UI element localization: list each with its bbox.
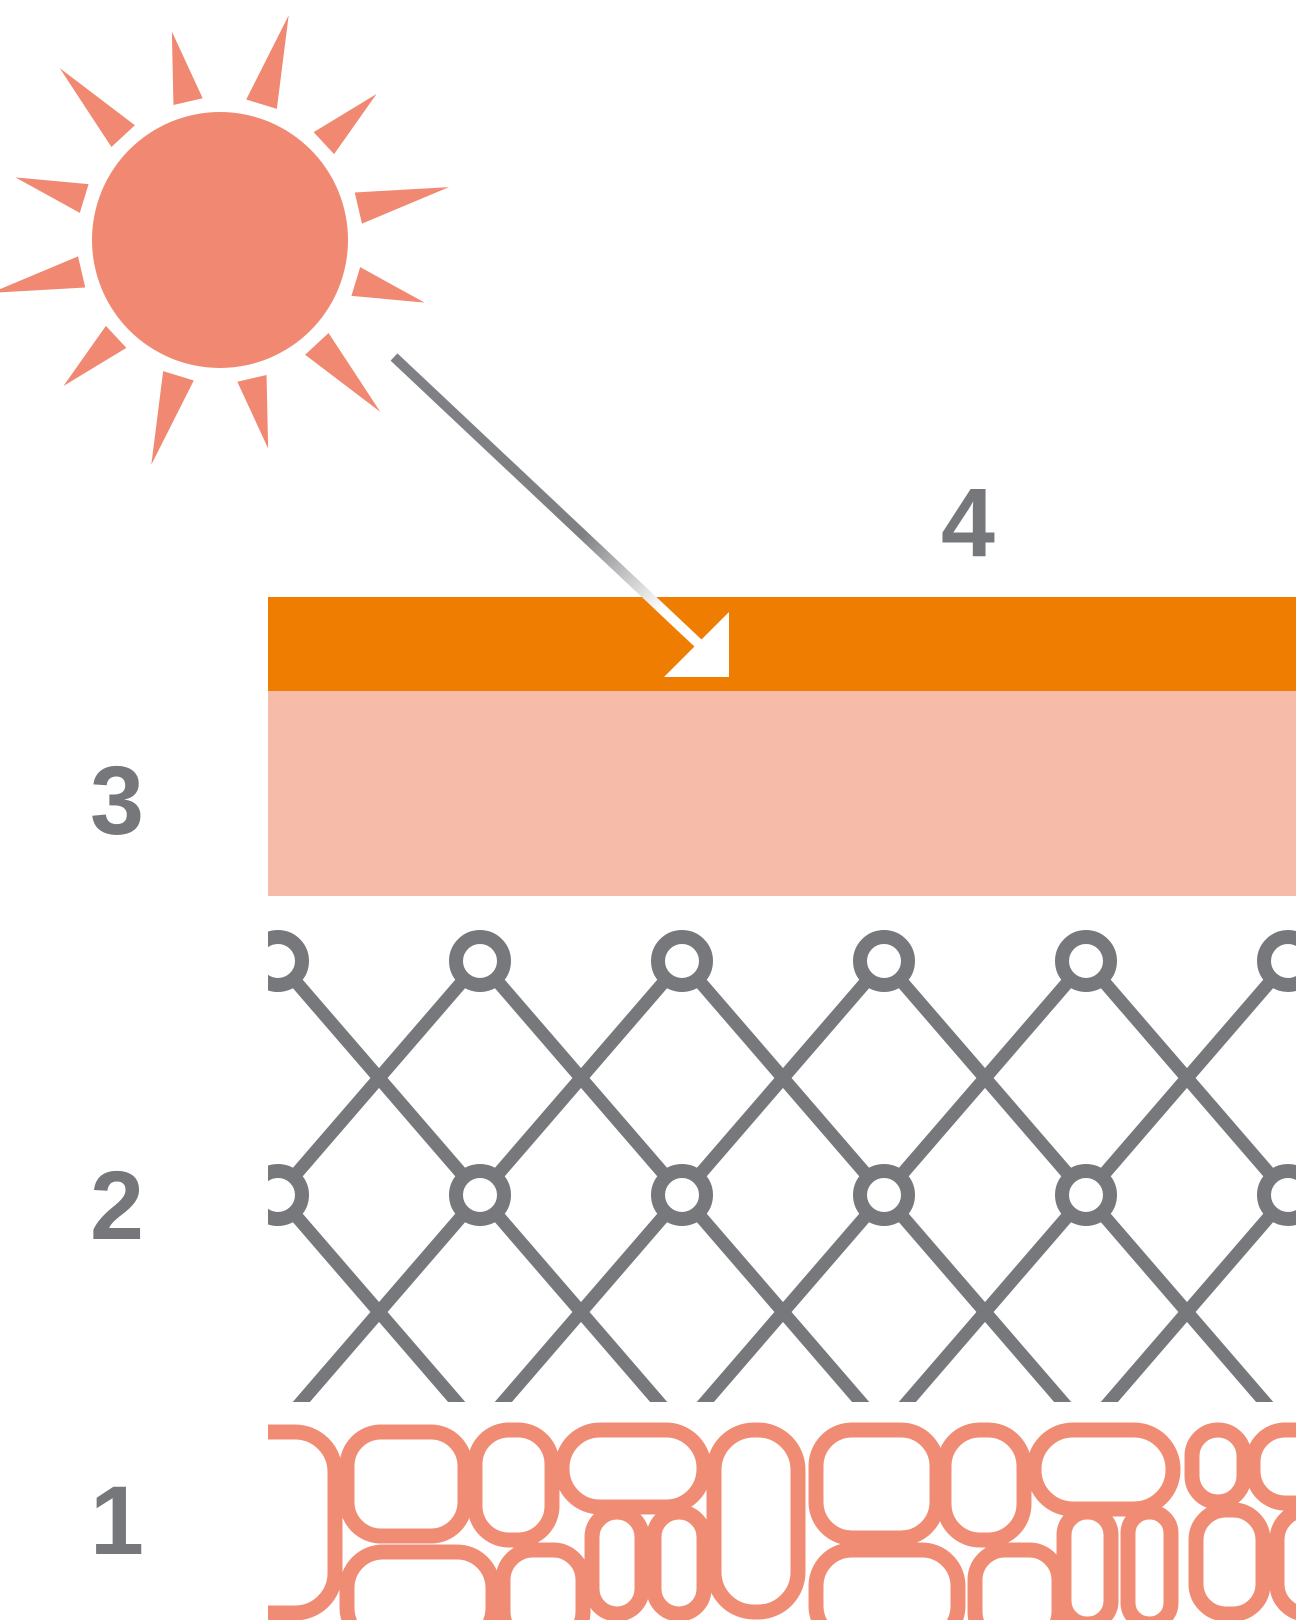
cell-shape xyxy=(268,1424,343,1620)
mesh-node xyxy=(278,937,682,1195)
cell-shape xyxy=(967,1542,1067,1620)
cell-shape xyxy=(1026,1422,1181,1517)
cell-shape xyxy=(1184,1422,1252,1510)
cell-shape xyxy=(554,1422,712,1515)
cell-shape xyxy=(1245,1422,1296,1511)
sun-icon xyxy=(0,10,453,470)
cell-shape xyxy=(339,1544,501,1620)
label-layer2: 2 xyxy=(90,1151,144,1260)
mesh-node xyxy=(480,937,884,1195)
mesh-node xyxy=(1086,1171,1296,1429)
cell-shape xyxy=(1056,1504,1119,1620)
cell-shape xyxy=(706,1422,806,1620)
cell-shape xyxy=(1120,1504,1179,1620)
mesh-node xyxy=(682,1171,1086,1429)
sun-core xyxy=(92,112,348,368)
layer1-cells xyxy=(268,1422,1296,1620)
mesh-node xyxy=(278,1171,682,1429)
mesh-node xyxy=(884,1171,1288,1429)
label-layer3: 3 xyxy=(90,746,144,855)
cell-shape xyxy=(495,1542,591,1620)
layer4-band xyxy=(268,597,1296,691)
arrow-shaft xyxy=(390,353,703,648)
cell-shape xyxy=(584,1504,650,1620)
cell-shape xyxy=(1188,1502,1271,1620)
cell-shape xyxy=(339,1424,473,1544)
cell-shape xyxy=(808,1542,966,1620)
cell-shape xyxy=(808,1422,945,1546)
mesh-node xyxy=(1086,937,1296,1195)
cell-shape xyxy=(1269,1504,1296,1620)
mesh-node xyxy=(884,937,1288,1195)
layer3-band xyxy=(268,691,1296,896)
arrow-head xyxy=(664,612,729,677)
label-layer1: 1 xyxy=(90,1466,144,1575)
mesh-node xyxy=(682,937,1086,1195)
layer2-mesh xyxy=(76,937,1296,1429)
cell-shape xyxy=(936,1422,1032,1548)
label-layer4: 4 xyxy=(941,468,995,577)
ray-arrow-icon xyxy=(390,353,729,677)
mesh-node xyxy=(480,1171,884,1429)
cell-shape xyxy=(467,1422,560,1548)
cell-shape xyxy=(646,1504,712,1620)
